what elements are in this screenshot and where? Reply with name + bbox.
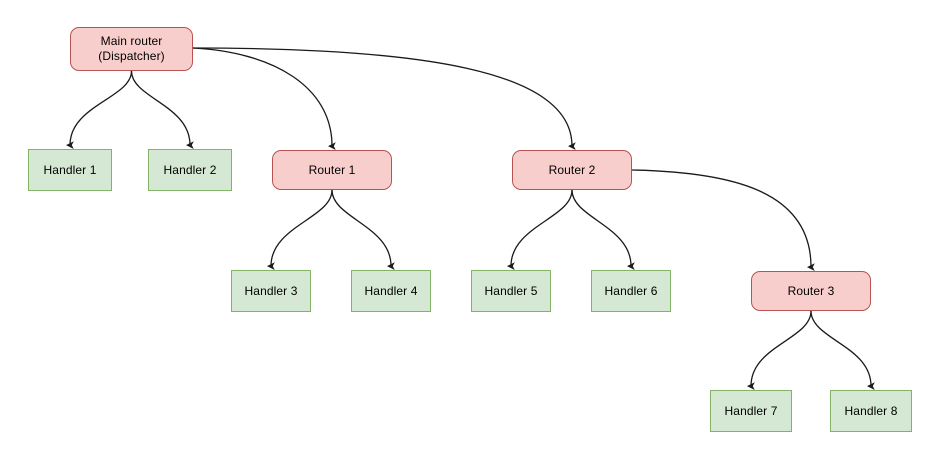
node-label-handler-6: Handler 6 — [604, 283, 658, 298]
node-router-3[interactable]: Router 3 — [751, 271, 871, 311]
node-handler-2[interactable]: Handler 2 — [148, 149, 232, 191]
node-label-handler-8: Handler 8 — [844, 403, 898, 418]
node-handler-1[interactable]: Handler 1 — [28, 149, 112, 191]
node-handler-4[interactable]: Handler 4 — [351, 270, 431, 312]
edge-router-1-to-handler-4 — [331, 189, 395, 270]
edge-router-2-to-router-3 — [631, 169, 815, 271]
edge-router-2-to-handler-5 — [506, 189, 573, 271]
edge-main-router-to-router-1 — [192, 47, 336, 150]
node-handler-6[interactable]: Handler 6 — [591, 270, 671, 312]
node-label-router-3: Router 3 — [787, 283, 835, 298]
node-label-handler-5: Handler 5 — [484, 283, 538, 298]
node-label-handler-3: Handler 3 — [244, 283, 298, 298]
node-label-router-2: Router 2 — [548, 162, 596, 177]
node-label-handler-4: Handler 4 — [364, 283, 418, 298]
edge-router-3-to-handler-7 — [746, 310, 812, 391]
node-handler-5[interactable]: Handler 5 — [471, 270, 551, 312]
node-label-main-router: Main router (Dispatcher) — [98, 34, 165, 63]
edge-router-2-to-handler-6 — [571, 189, 635, 270]
node-label-handler-7: Handler 7 — [724, 403, 778, 418]
node-label-router-1: Router 1 — [308, 162, 356, 177]
edge-main-router-to-router-2 — [192, 47, 576, 150]
node-label-handler-1: Handler 1 — [43, 162, 97, 177]
edge-main-router-to-handler-1 — [65, 70, 133, 150]
node-router-1[interactable]: Router 1 — [272, 150, 392, 190]
edge-main-router-to-handler-2 — [130, 70, 194, 149]
node-handler-7[interactable]: Handler 7 — [710, 390, 792, 432]
node-handler-8[interactable]: Handler 8 — [830, 390, 912, 432]
node-handler-3[interactable]: Handler 3 — [231, 270, 311, 312]
edge-router-3-to-handler-8 — [810, 310, 875, 390]
edge-router-1-to-handler-3 — [266, 189, 333, 271]
node-label-handler-2: Handler 2 — [163, 162, 217, 177]
node-main-router[interactable]: Main router (Dispatcher) — [70, 27, 193, 71]
node-router-2[interactable]: Router 2 — [512, 150, 632, 190]
edge-paths — [65, 47, 875, 391]
